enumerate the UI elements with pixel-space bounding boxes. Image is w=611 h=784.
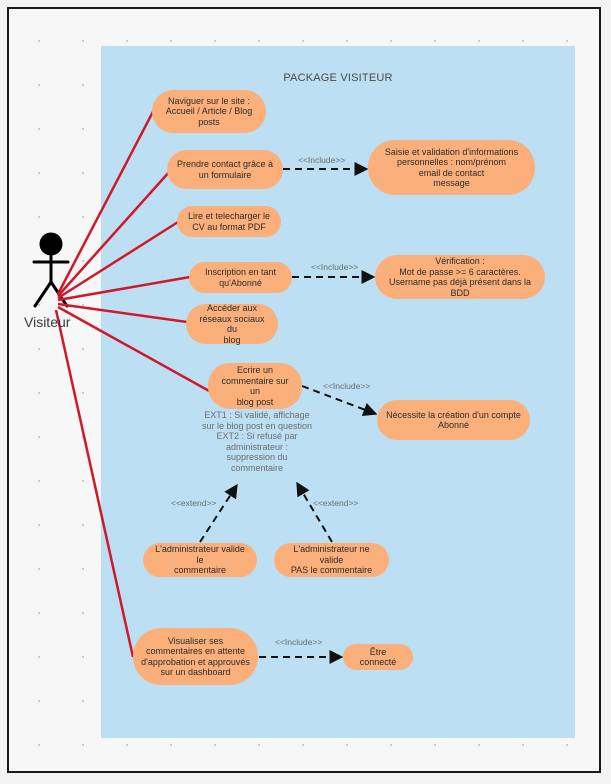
use-case-admin-valide: L'administrateur valide le commentaire — [143, 543, 257, 577]
use-case-verification: Vérification : Mot de passe >= 6 caractè… — [375, 255, 545, 299]
extend-arrow-valide — [199, 483, 238, 543]
use-case-saisie: Saisie et validation d'informations pers… — [368, 140, 535, 195]
use-case-inscription: Inscription en tant qu'Abonné — [189, 262, 292, 293]
use-case-cv: Lire et telecharger le CV au format PDF — [177, 206, 281, 237]
use-case-naviguer: Naviguer sur le site : Accueil / Article… — [152, 90, 266, 133]
association-cv — [57, 220, 179, 300]
include-label-ecrire: <<Include>> — [323, 381, 371, 391]
use-case-necessite: Nécessite la création d'un compte Abonné — [377, 400, 530, 440]
include-arrow-ecrire-necessite — [301, 385, 378, 417]
use-case-ecrire: Ecrire un commentaire sur un blog post — [208, 363, 302, 409]
package-title: PACKAGE VISITEUR — [283, 72, 393, 84]
extend-arrow-ne-valide — [296, 481, 333, 543]
use-case-etre-connecte: Être connecté — [343, 644, 413, 670]
association-naviguer — [56, 103, 159, 295]
association-contact — [57, 170, 171, 297]
actor-label: Visiteur — [24, 314, 71, 330]
association-inscription — [57, 275, 191, 302]
association-ecrire — [57, 305, 212, 394]
extend-label-ne-valide: <<extend>> — [313, 498, 359, 508]
include-label-visualiser: <<Include>> — [275, 637, 323, 647]
association-reseaux — [57, 302, 188, 324]
use-case-contact: Prendre contact grâce à un formulaire — [167, 150, 283, 189]
extend-label-valide: <<extend>> — [171, 498, 217, 508]
include-label-inscription: <<Include>> — [311, 262, 359, 272]
use-case-admin-ne-valide: L'administrateur ne valide PAS le commen… — [274, 543, 389, 577]
association-visualiser — [54, 309, 135, 658]
use-case-visualiser: Visualiser ses commentaires en attente d… — [133, 628, 258, 685]
include-label-contact: <<Include>> — [298, 155, 346, 165]
extension-points-note: EXT1 : Si validé, affichage sur le blog … — [201, 410, 313, 473]
actor-visiteur-icon — [32, 232, 70, 308]
use-case-reseaux: Accéder aux réseaux sociaux du blog — [186, 303, 278, 345]
